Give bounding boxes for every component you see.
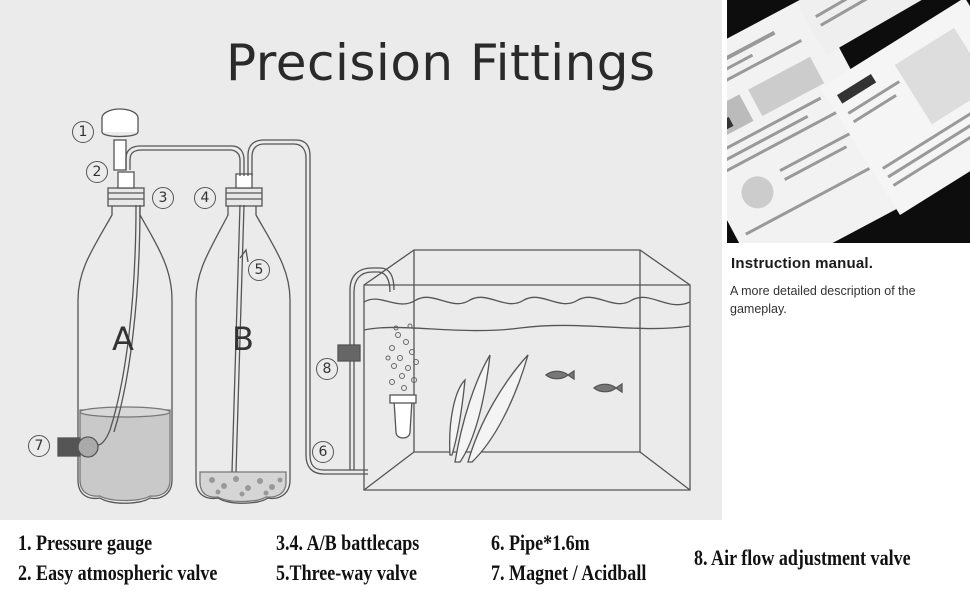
aquarium-outline — [363, 249, 691, 491]
manual-pages-illustration — [727, 0, 970, 243]
legend-item-4: 5.Three-way valve — [276, 560, 417, 585]
legend-item-6: 7. Magnet / Acidball — [491, 560, 647, 585]
callout-1: 1 — [72, 121, 94, 143]
legend-item-5: 6. Pipe*1.6m — [491, 530, 590, 555]
co2-system-illustration — [57, 108, 691, 504]
callout-4: 4 — [194, 187, 216, 209]
manual-title: Instruction manual. — [731, 255, 874, 272]
legend-item-1: 1. Pressure gauge — [18, 530, 153, 555]
callout-8: 8 — [316, 358, 338, 380]
bottle-b-outline — [195, 204, 291, 504]
callout-5: 5 — [248, 259, 270, 281]
manual-description: A more detailed description of the gamep… — [730, 284, 916, 316]
bottle-a-label: A — [112, 320, 134, 358]
callout-7: 7 — [28, 435, 50, 457]
bottle-a-outline — [77, 204, 173, 504]
legend-item-3: 3.4. A/B battlecaps — [276, 530, 420, 555]
callout-6: 6 — [312, 441, 334, 463]
diagram-title: Precision Fittings — [226, 34, 656, 92]
legend-item-2: 2. Easy atmospheric valve — [18, 560, 218, 585]
callout-3: 3 — [152, 187, 174, 209]
diagram-panel: Precision Fittings A B 1 2 3 4 5 6 7 8 — [0, 0, 722, 520]
legend-item-7: 8. Air flow adjustment valve — [694, 545, 911, 570]
bottle-b-label: B — [232, 320, 254, 358]
callout-2: 2 — [86, 161, 108, 183]
instruction-manual-photo — [727, 0, 970, 243]
